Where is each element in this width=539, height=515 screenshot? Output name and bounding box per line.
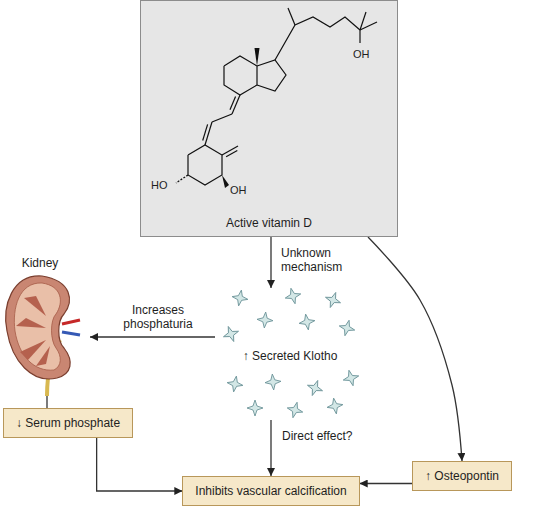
chemical-bond bbox=[203, 124, 208, 140]
chemical-bond bbox=[275, 17, 360, 60]
chemical-bond bbox=[212, 114, 232, 122]
chemical-bond bbox=[226, 150, 237, 156]
edge-label: Unknown mechanism bbox=[279, 246, 353, 274]
kidney-outline bbox=[6, 276, 70, 379]
renal-artery bbox=[62, 320, 80, 324]
connector-arrow bbox=[90, 336, 215, 337]
chemical-structure bbox=[140, 0, 398, 237]
chemical-bond bbox=[224, 56, 257, 95]
organ-label: Kidney bbox=[2, 256, 78, 270]
klotho-star bbox=[231, 289, 250, 308]
klotho-star bbox=[283, 288, 303, 306]
chemical-bond bbox=[230, 96, 236, 109]
klotho-cluster: ↑ Secreted Klotho bbox=[215, 288, 365, 420]
kidney-cortex bbox=[14, 283, 60, 370]
vitamin-d-panel: OH HO OH Active vitamin D bbox=[140, 0, 398, 237]
chemical-bond bbox=[257, 60, 286, 91]
atom-label: OH bbox=[353, 47, 370, 61]
connector-arrow bbox=[270, 420, 271, 476]
klotho-star bbox=[326, 397, 345, 416]
connector-arrow bbox=[270, 237, 271, 288]
kidney-illustration bbox=[2, 256, 90, 396]
chemical-bond bbox=[288, 8, 295, 25]
hashed-bond bbox=[176, 175, 188, 183]
box-label: ↑ Osteopontin bbox=[425, 469, 499, 483]
renal-vein bbox=[62, 332, 80, 335]
renal-pyramid bbox=[36, 346, 50, 366]
panel-caption: Active vitamin D bbox=[141, 216, 397, 230]
process-box: ↑ Osteopontin bbox=[412, 461, 512, 491]
klotho-star bbox=[305, 378, 326, 399]
chemical-bond bbox=[188, 145, 222, 185]
outcome-box: Inhibits vascular calcification bbox=[182, 476, 359, 506]
atom-label: HO bbox=[151, 178, 168, 192]
klotho-star bbox=[256, 311, 273, 328]
process-box: ↓ Serum phosphate bbox=[3, 408, 133, 438]
edge-label: Increases phosphaturia bbox=[106, 303, 210, 331]
chemical-bond bbox=[360, 12, 366, 30]
klotho-star bbox=[285, 400, 305, 420]
klotho-star bbox=[341, 368, 361, 388]
chemical-bond bbox=[232, 95, 240, 114]
wedge-bond bbox=[222, 175, 229, 188]
renal-pyramid bbox=[24, 296, 46, 316]
klotho-star bbox=[337, 318, 357, 338]
edge-label: Direct effect? bbox=[280, 429, 376, 443]
klotho-star bbox=[323, 290, 344, 311]
klotho-star bbox=[221, 324, 242, 345]
box-label: ↓ Serum phosphate bbox=[16, 416, 120, 430]
molecule-label: ↑ Secreted Klotho bbox=[215, 349, 365, 363]
klotho-star bbox=[264, 373, 281, 390]
connector-arrow bbox=[360, 483, 412, 484]
atom-label: OH bbox=[230, 183, 247, 197]
klotho-star bbox=[298, 313, 317, 332]
chemical-bond bbox=[359, 30, 360, 43]
klotho-star bbox=[226, 375, 245, 394]
wedge-bond bbox=[255, 48, 260, 66]
renal-pyramid bbox=[20, 340, 46, 360]
chemical-bond bbox=[222, 146, 238, 155]
connector-arrow bbox=[46, 396, 47, 408]
renal-pyramid bbox=[16, 318, 46, 328]
klotho-star bbox=[247, 400, 263, 416]
connector-arrow bbox=[368, 237, 462, 461]
kidney-organ: Kidney bbox=[2, 256, 90, 396]
chemical-bond bbox=[205, 122, 212, 145]
connector-arrow bbox=[97, 438, 183, 491]
box-label: Inhibits vascular calcification bbox=[195, 484, 346, 498]
